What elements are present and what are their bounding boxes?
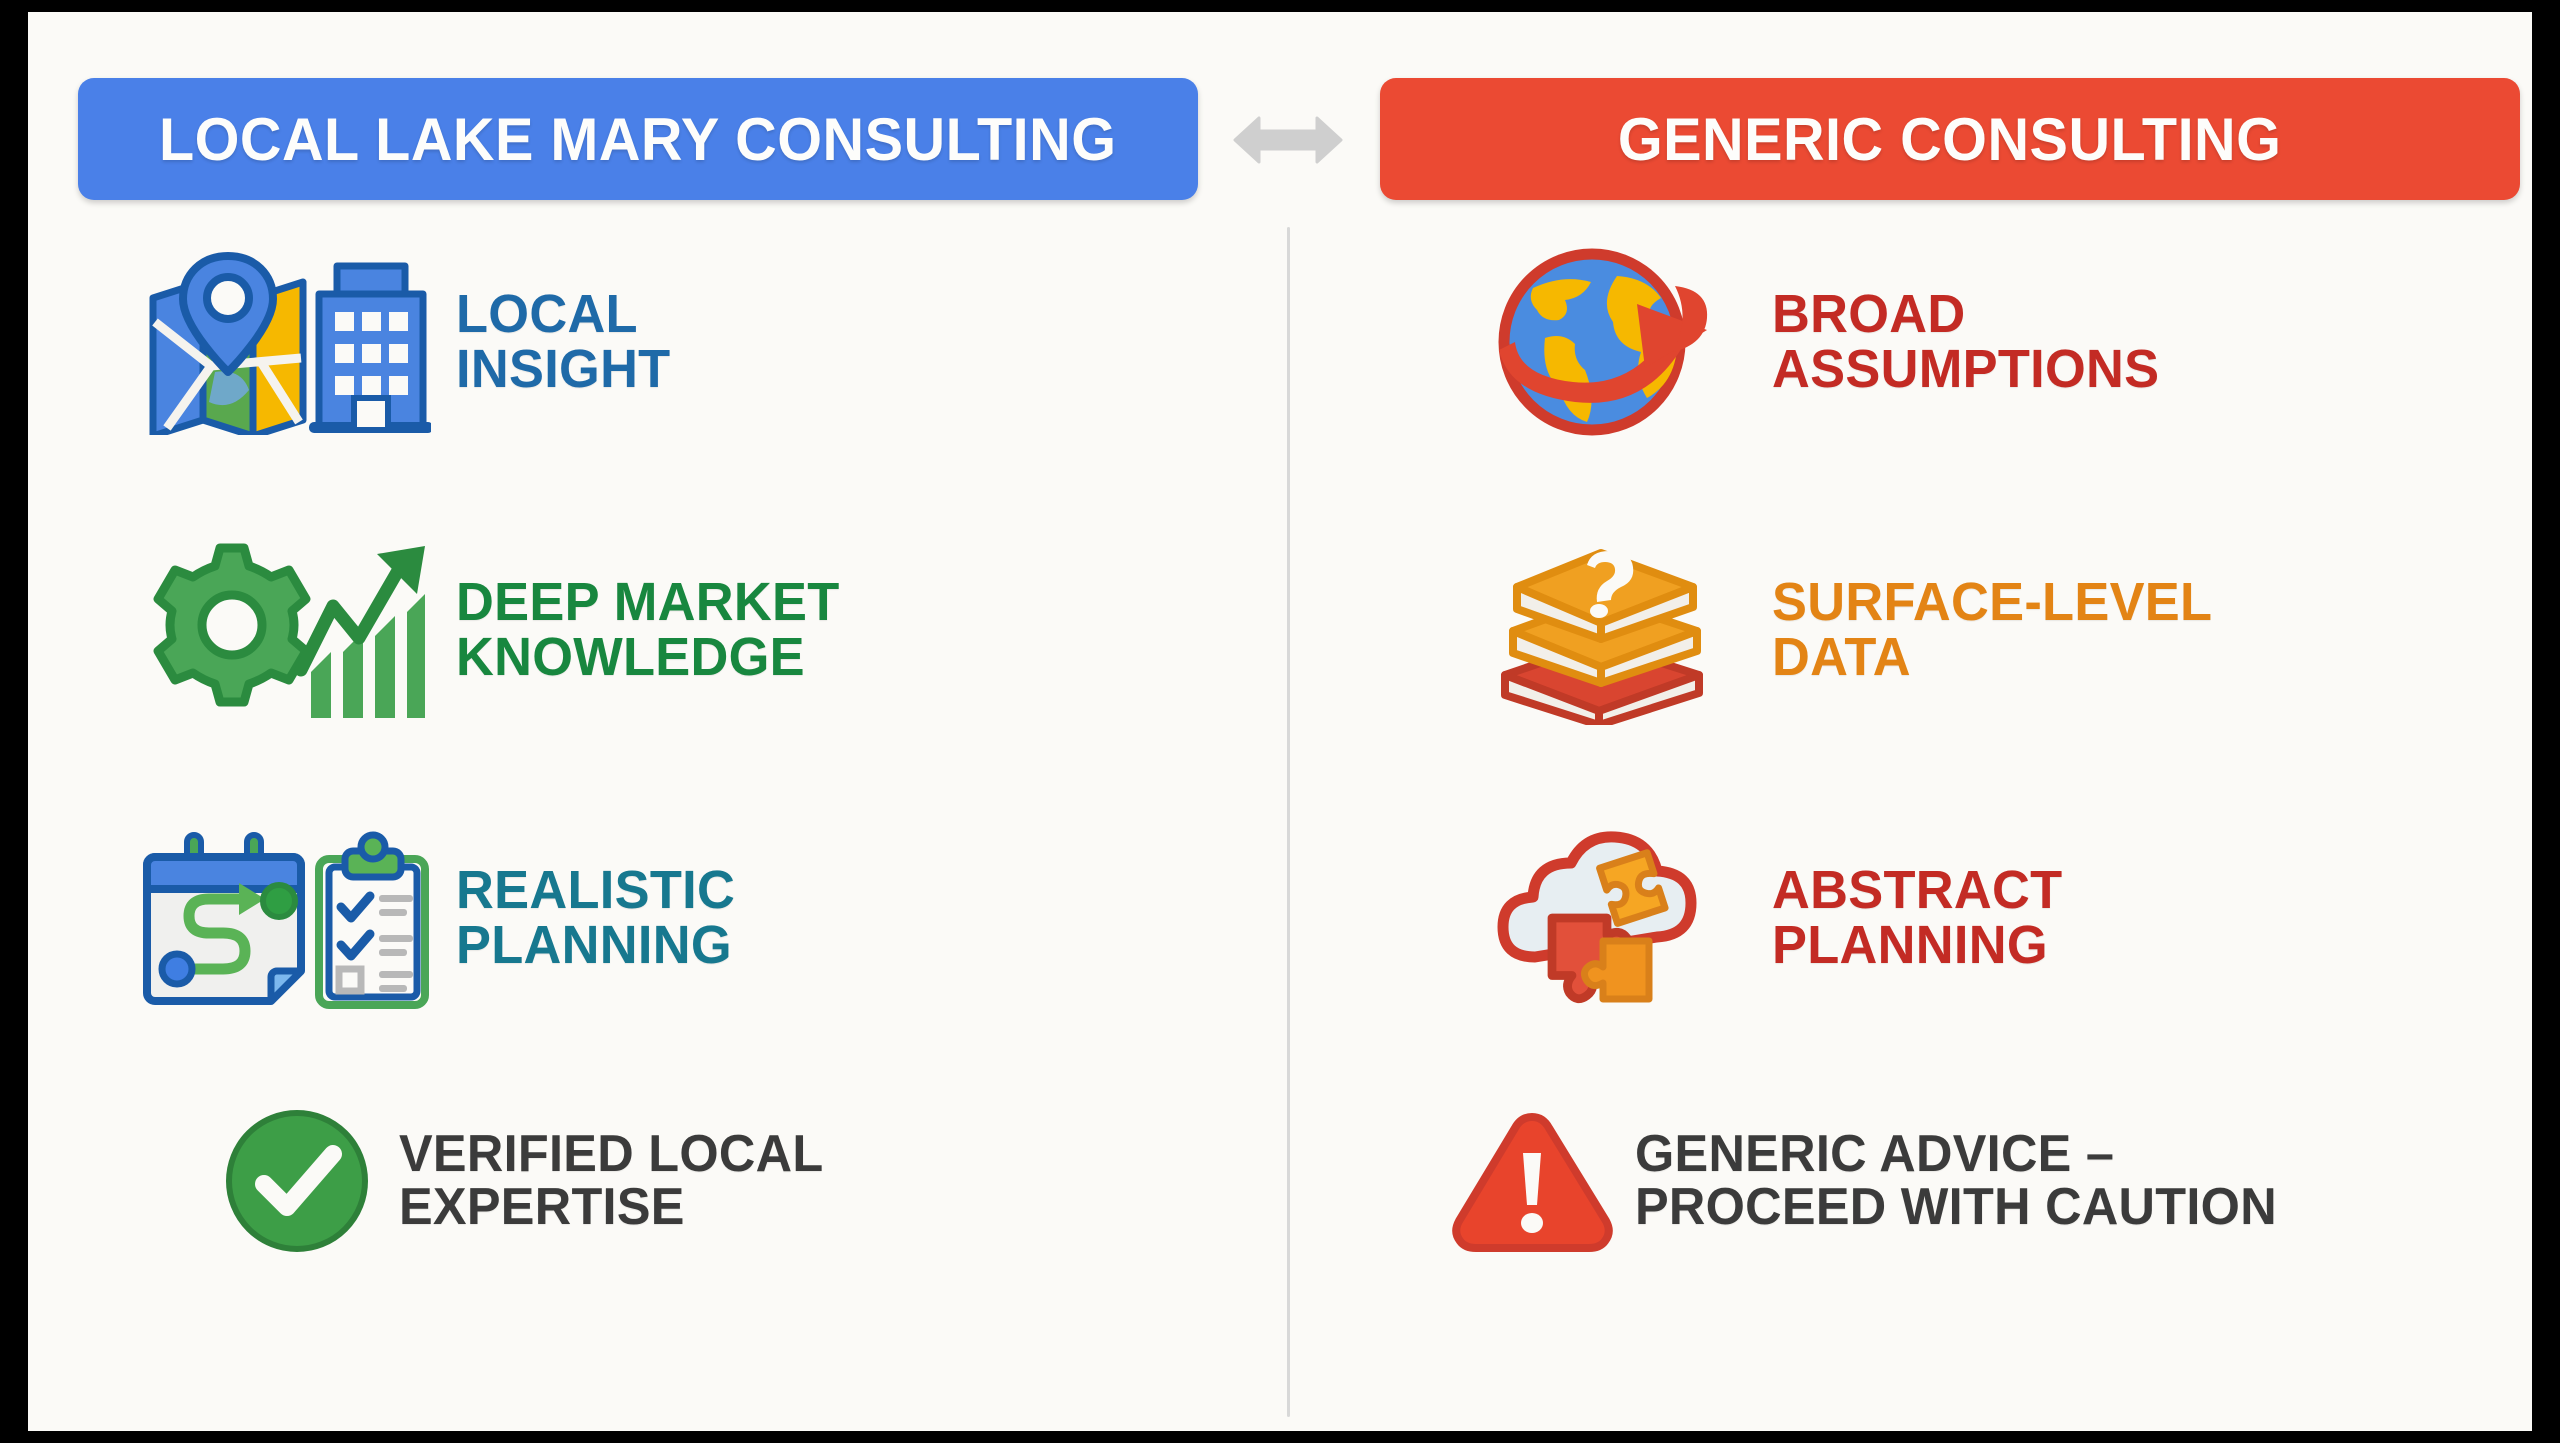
banner-generic-title: GENERIC CONSULTING xyxy=(1618,105,2282,173)
check-circle-icon xyxy=(194,1106,399,1256)
right-row-surface-level-data[interactable]: SURFACE-LEVEL DATA xyxy=(1452,530,2226,730)
column-divider xyxy=(1287,227,1290,1417)
double-arrow-horizontal-icon xyxy=(1233,116,1343,164)
banner-generic-consulting[interactable]: GENERIC CONSULTING xyxy=(1380,78,2520,200)
left-column: LOCAL INSIGHT xyxy=(44,242,1274,1422)
gear-growth-chart-icon xyxy=(136,530,436,730)
map-pin-building-icon xyxy=(136,242,436,442)
right-row-label: SURFACE-LEVEL DATA xyxy=(1772,571,2213,687)
left-row-label: DEEP MARKET KNOWLEDGE xyxy=(456,571,840,687)
left-footer-label: VERIFIED LOCAL EXPERTISE xyxy=(399,1124,824,1236)
books-question-icon xyxy=(1452,530,1752,730)
banner-local-consulting[interactable]: LOCAL LAKE MARY CONSULTING xyxy=(78,78,1198,200)
globe-arrow-icon xyxy=(1452,242,1752,442)
comparison-header: LOCAL LAKE MARY CONSULTING GENERIC CONSU… xyxy=(28,78,2532,208)
right-footer-generic-advice[interactable]: GENERIC ADVICE – PROCEED WITH CAUTION xyxy=(1430,1106,2297,1256)
left-footer-verified-expertise[interactable]: VERIFIED LOCAL EXPERTISE xyxy=(194,1106,837,1256)
right-footer-label: GENERIC ADVICE – PROCEED WITH CAUTION xyxy=(1635,1124,2277,1236)
left-row-deep-market-knowledge[interactable]: DEEP MARKET KNOWLEDGE xyxy=(136,530,851,730)
left-row-label: REALISTIC PLANNING xyxy=(456,859,736,975)
right-row-abstract-planning[interactable]: ABSTRACT PLANNING xyxy=(1452,818,2071,1018)
compare-arrow xyxy=(1228,110,1348,170)
right-row-label: ABSTRACT PLANNING xyxy=(1772,859,2063,975)
left-row-realistic-planning[interactable]: REALISTIC PLANNING xyxy=(136,818,744,1018)
infographic-canvas: LOCAL LAKE MARY CONSULTING GENERIC CONSU… xyxy=(28,12,2532,1431)
right-column: BROAD ASSUMPTIONS xyxy=(1310,242,2532,1422)
left-row-label: LOCAL INSIGHT xyxy=(456,283,671,399)
right-row-broad-assumptions[interactable]: BROAD ASSUMPTIONS xyxy=(1452,242,2171,442)
warning-triangle-icon xyxy=(1430,1106,1635,1256)
right-row-label: BROAD ASSUMPTIONS xyxy=(1772,283,2160,399)
calendar-clipboard-icon xyxy=(136,818,436,1018)
banner-local-title: LOCAL LAKE MARY CONSULTING xyxy=(159,105,1117,173)
cloud-puzzle-icon xyxy=(1452,818,1752,1018)
left-row-local-insight[interactable]: LOCAL INSIGHT xyxy=(136,242,677,442)
